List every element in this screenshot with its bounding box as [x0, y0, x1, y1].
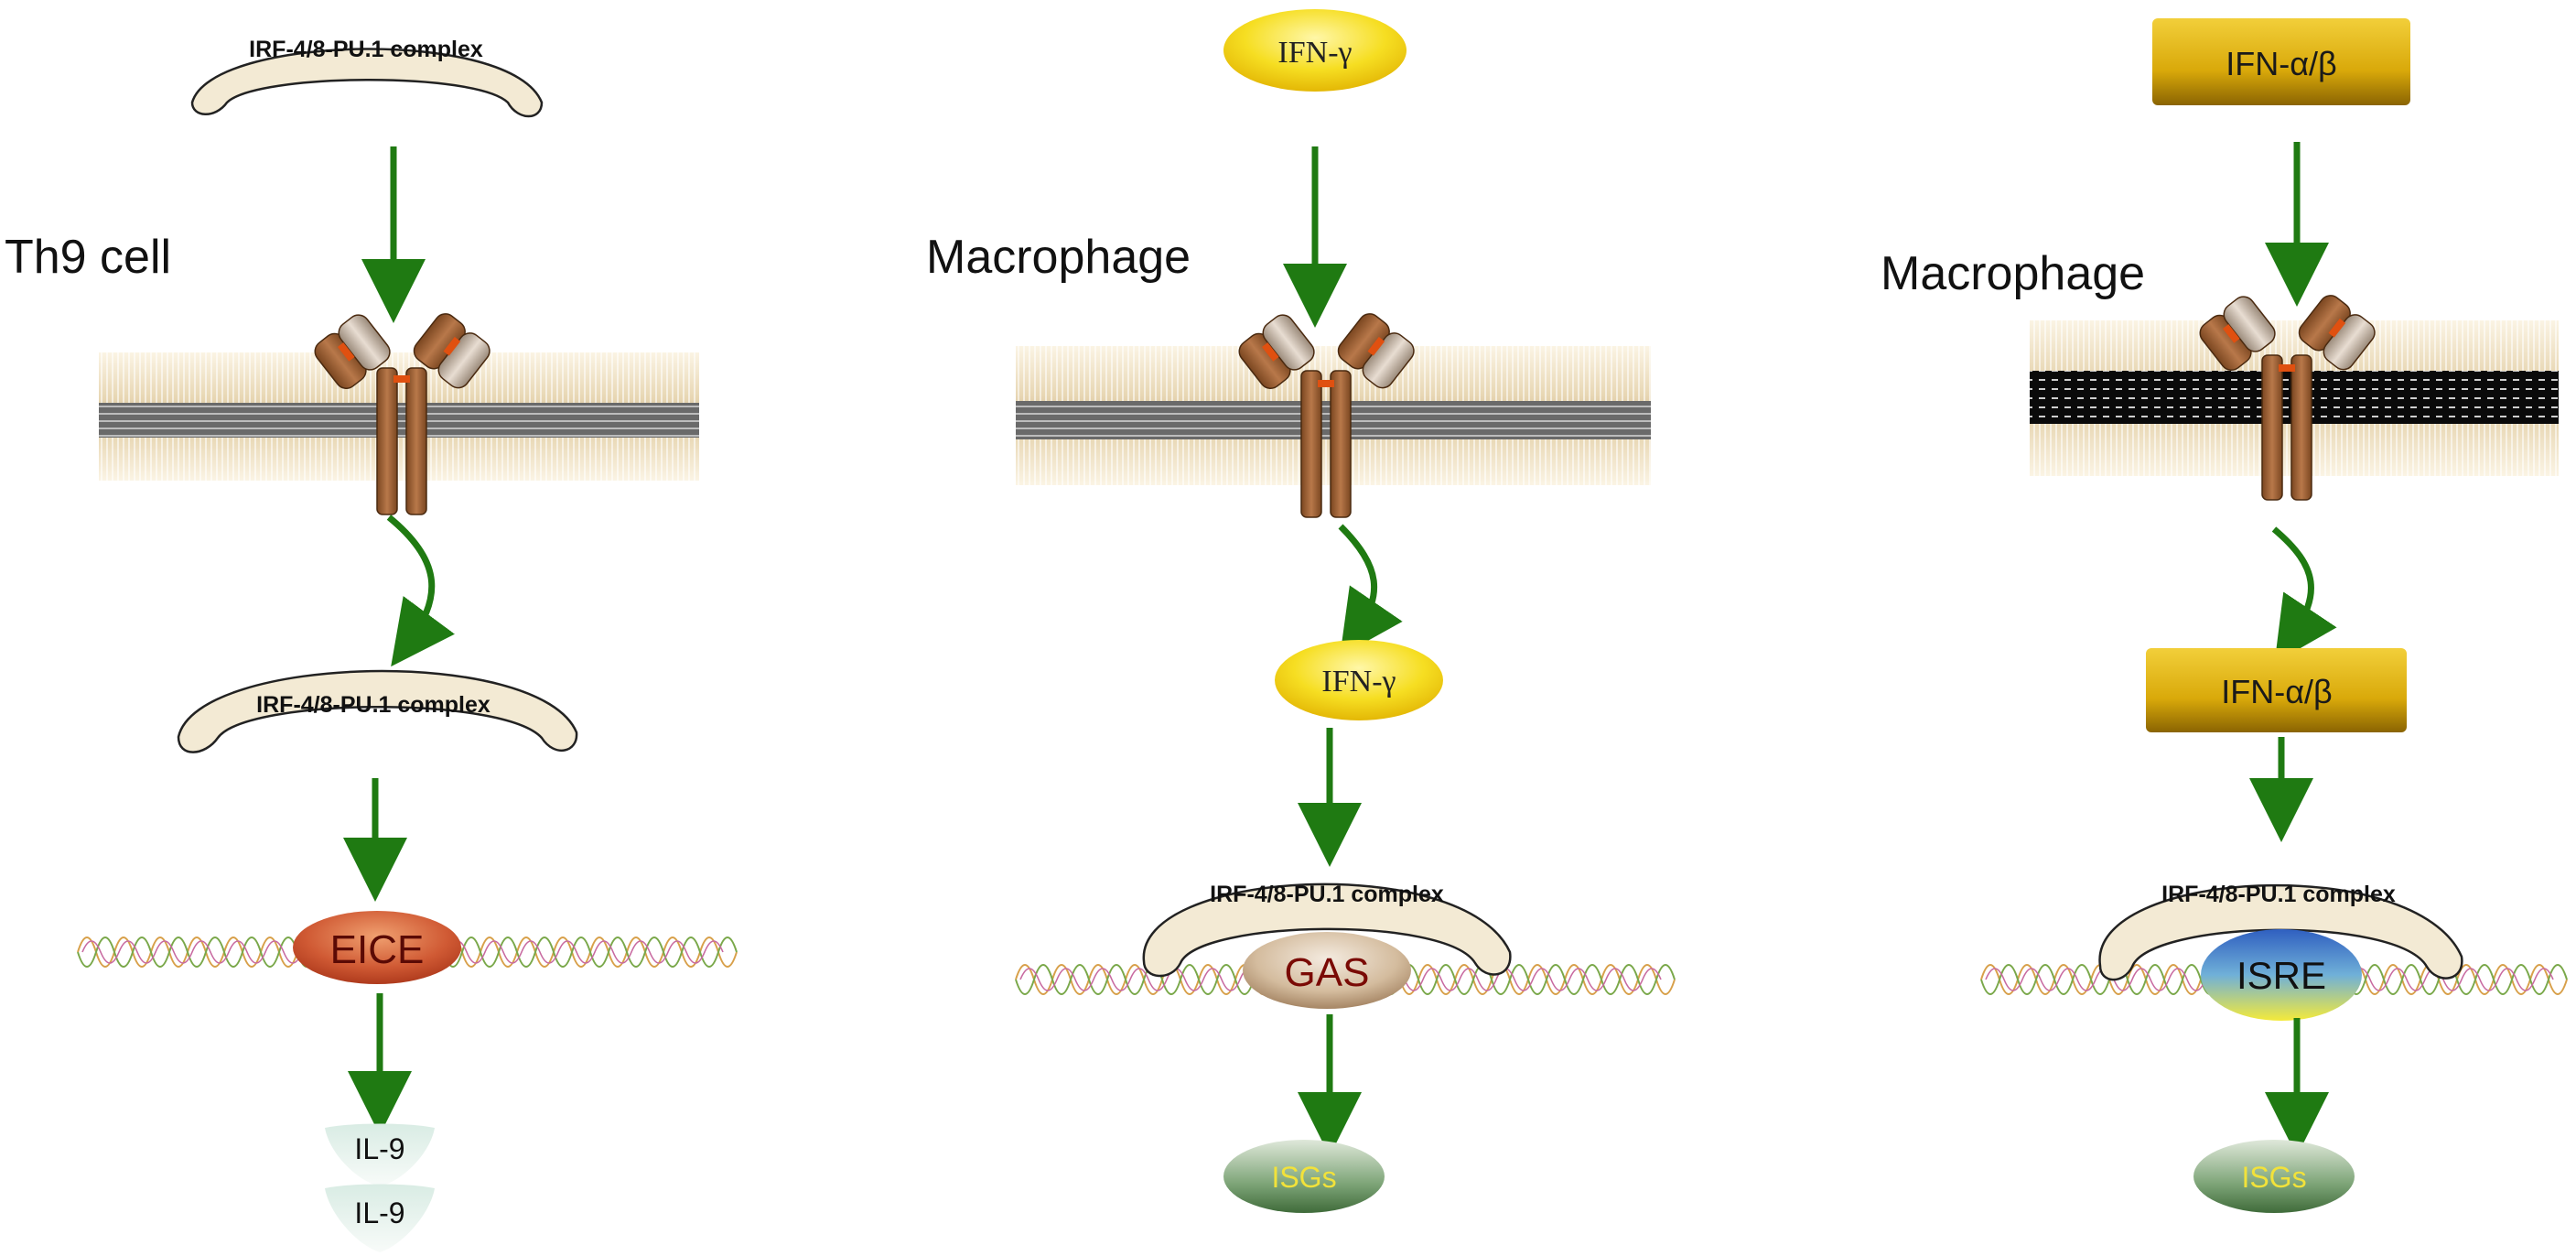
ifnab-ligand-inner: IFN-α/β [2146, 648, 2407, 732]
irf-pu1-complex-top: IRF-4/8-PU.1 complex [190, 37, 544, 118]
irf-pu1-complex-inner: IRF-4/8-PU.1 complex [177, 669, 578, 753]
isre-label: ISRE [2236, 954, 2326, 997]
gas-label: GAS [1285, 950, 1370, 995]
irf-pu1-complex-3: IRF-4/8-PU.1 complex [2098, 882, 2463, 981]
complex-label-3: IRF-4/8-PU.1 complex [2161, 882, 2396, 907]
cell-label-macrophage-2: Macrophage [1881, 247, 2145, 300]
il9-label-1: IL-9 [354, 1132, 404, 1165]
ifng-ligand-inner: IFN-γ [1275, 640, 1443, 720]
complex-label-top: IRF-4/8-PU.1 complex [249, 37, 483, 62]
receptor-2 [1238, 313, 1415, 518]
il9-label-2: IL-9 [354, 1196, 404, 1229]
arrow-3b [2271, 526, 2337, 664]
cell-label-th9: Th9 cell [5, 231, 171, 284]
receptor-1 [314, 313, 490, 515]
panel-macrophage-ifnab: IFN-α/β Macrophage [1881, 18, 2568, 1213]
il9-product-2: IL-9 [325, 1184, 435, 1252]
ifng-label-inner: IFN-γ [1321, 665, 1396, 698]
isgs-product-2: ISGs [1223, 1140, 1385, 1213]
ifnab-label-top: IFN-α/β [2226, 45, 2337, 82]
ifng-ligand-top: IFN-γ [1223, 9, 1407, 92]
eice-label: EICE [330, 927, 425, 972]
ifng-label-top: IFN-γ [1277, 36, 1352, 70]
ifnab-ligand-top: IFN-α/β [2152, 18, 2410, 105]
receptor-3 [2199, 295, 2376, 501]
arrow-1b [386, 514, 455, 667]
arrow-2b [1338, 524, 1403, 656]
panel-th9: IRF-4/8-PU.1 complex Th9 cell [5, 37, 738, 1252]
cell-label-macrophage-1: Macrophage [926, 231, 1191, 284]
eice-site: EICE [293, 911, 461, 984]
isgs-product-3: ISGs [2193, 1140, 2355, 1213]
gas-site: GAS [1243, 932, 1411, 1009]
isgs-label-3: ISGs [2241, 1161, 2306, 1194]
isre-site: ISRE [2201, 929, 2362, 1021]
membrane-1 [99, 352, 699, 481]
panel-macrophage-ifng: IFN-γ Macrophage [926, 9, 1676, 1213]
complex-label-2: IRF-4/8-PU.1 complex [1210, 882, 1444, 907]
complex-label-inner: IRF-4/8-PU.1 complex [256, 692, 490, 718]
il9-product-1: IL-9 [325, 1123, 435, 1186]
irf-pu1-complex-2: IRF-4/8-PU.1 complex [1142, 882, 1512, 978]
ifnab-label-inner: IFN-α/β [2221, 673, 2333, 710]
isgs-label-2: ISGs [1271, 1161, 1336, 1194]
